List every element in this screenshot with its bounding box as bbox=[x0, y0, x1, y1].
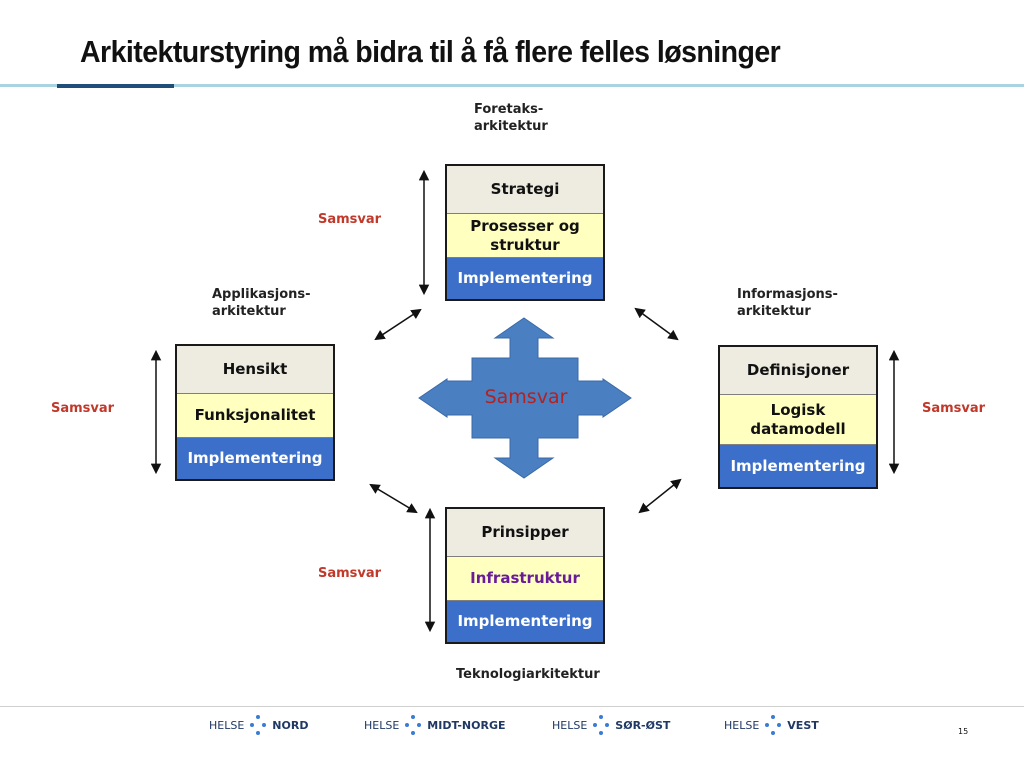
logo-helse-nord: HELSE NORD bbox=[209, 715, 308, 735]
samsvar-label-left: Samsvar bbox=[51, 401, 115, 416]
logo-dots-icon bbox=[765, 715, 782, 735]
title-divider-accent bbox=[57, 84, 174, 88]
samsvar-label-top: Samsvar bbox=[318, 212, 382, 227]
label-foretaksarkitektur: Foretaks-arkitektur bbox=[474, 102, 548, 134]
box-applikasjonsarkitektur: Hensikt Funksjonalitet Implementering bbox=[175, 344, 335, 481]
center-samsvar-label: Samsvar bbox=[484, 386, 568, 408]
connector-bottom-left bbox=[369, 483, 418, 514]
box-top-strategi: Strategi bbox=[447, 166, 603, 214]
connector-bottom-right bbox=[638, 478, 682, 514]
box-bottom-infrastruktur: Infrastruktur bbox=[447, 557, 603, 601]
logo-prefix: HELSE bbox=[364, 718, 400, 732]
logo-dots-icon bbox=[593, 715, 610, 735]
box-teknologiarkitektur: Prinsipper Infrastruktur Implementering bbox=[445, 507, 605, 644]
logo-helse-midt-norge: HELSE MIDT-NORGE bbox=[364, 715, 506, 735]
title-divider bbox=[0, 84, 1024, 87]
logo-region: VEST bbox=[787, 718, 819, 732]
page-number: 15 bbox=[958, 727, 969, 736]
connector-top-left bbox=[374, 308, 422, 341]
footer-divider bbox=[0, 706, 1024, 707]
box-left-funksjonalitet: Funksjonalitet bbox=[177, 394, 333, 438]
logo-prefix: HELSE bbox=[552, 718, 588, 732]
logo-region: SØR-ØST bbox=[615, 718, 671, 732]
box-right-definisjoner: Definisjoner bbox=[720, 347, 876, 395]
logo-dots-icon bbox=[405, 715, 422, 735]
box-left-implementering: Implementering bbox=[177, 438, 333, 479]
box-top-implementering: Implementering bbox=[447, 258, 603, 299]
connector-top-right bbox=[634, 307, 679, 341]
samsvar-label-right: Samsvar bbox=[922, 401, 986, 416]
center-cross-arrow bbox=[418, 317, 632, 479]
logo-region: MIDT-NORGE bbox=[427, 718, 506, 732]
box-bottom-implementering: Implementering bbox=[447, 601, 603, 642]
logo-region: NORD bbox=[272, 718, 309, 732]
label-applikasjonsarkitektur: Applikasjons-arkitektur bbox=[212, 287, 311, 319]
logo-prefix: HELSE bbox=[724, 718, 760, 732]
samsvar-label-bottom: Samsvar bbox=[318, 566, 382, 581]
box-right-implementering: Implementering bbox=[720, 445, 876, 487]
logo-dots-icon bbox=[250, 715, 267, 735]
label-informasjonsarkitektur: Informasjons-arkitektur bbox=[737, 287, 838, 319]
logo-helse-sor-ost: HELSE SØR-ØST bbox=[552, 715, 670, 735]
box-bottom-prinsipper: Prinsipper bbox=[447, 509, 603, 557]
logo-helse-vest: HELSE VEST bbox=[724, 715, 819, 735]
label-teknologiarkitektur: Teknologiarkitektur bbox=[456, 667, 600, 682]
box-left-hensikt: Hensikt bbox=[177, 346, 333, 394]
page-title: Arkitekturstyring må bidra til å få fler… bbox=[80, 34, 781, 69]
logo-prefix: HELSE bbox=[209, 718, 245, 732]
